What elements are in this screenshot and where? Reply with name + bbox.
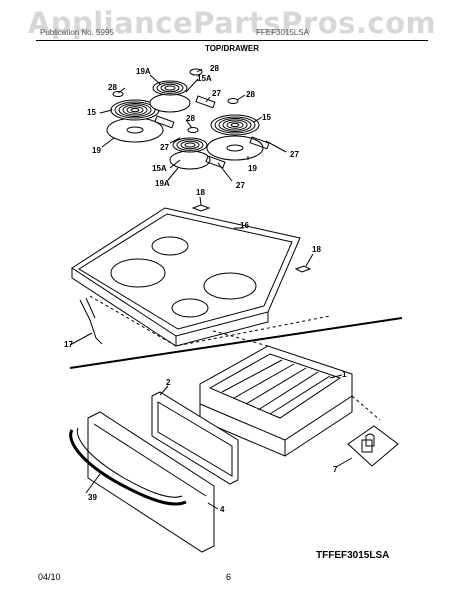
separator-line (69, 317, 403, 369)
main-top[interactable] (71, 207, 301, 347)
left-rear-burner[interactable] (149, 80, 216, 113)
left-front-burner[interactable] (106, 99, 175, 143)
callout-27c: 27 (290, 150, 299, 159)
callout-19-right: 19 (248, 164, 257, 173)
footer-date: 04/10 (38, 572, 61, 582)
trim-ring-28a[interactable] (189, 68, 203, 76)
model-number: TFFEF3015LSA (316, 550, 390, 561)
callout-15-right: 15 (262, 113, 271, 122)
model-header: FFEF3015LSA (256, 28, 309, 37)
watermark-text: AppliancePartsPros.com (27, 6, 437, 40)
trim-ring-28b[interactable] (112, 91, 124, 97)
center-small-burner[interactable] (169, 137, 226, 170)
drawer-handle[interactable] (69, 429, 187, 506)
header-rule (36, 40, 428, 41)
page-number: 6 (226, 572, 232, 582)
drawer-front[interactable] (87, 411, 215, 553)
callout-15A-bot: 15A (152, 164, 167, 173)
bracket-18-top[interactable] (191, 204, 211, 212)
right-front-burner[interactable] (206, 114, 270, 161)
callout-18-top: 18 (196, 188, 205, 197)
callout-16: 16 (240, 221, 249, 230)
callout-1: 1 (342, 370, 347, 379)
trim-ring-28d[interactable] (187, 127, 199, 133)
callout-18-right: 18 (312, 245, 321, 254)
callout-7-dash (351, 395, 381, 421)
callout-27a: 27 (212, 89, 221, 98)
callout-19-left: 19 (92, 146, 101, 155)
callout-4: 4 (220, 505, 225, 514)
callout-2: 2 (166, 378, 171, 387)
publication-number: Publication No. 5995 (40, 28, 114, 37)
callout-27d: 27 (236, 181, 245, 190)
trim-ring-28c[interactable] (227, 98, 239, 104)
drawer-liner[interactable] (151, 391, 239, 485)
callout-28d: 28 (186, 114, 195, 123)
callout-28b: 28 (108, 83, 117, 92)
drawer-guide-dash (209, 329, 269, 347)
slide-bracket-7-inset[interactable] (347, 425, 399, 467)
callout-39: 39 (88, 493, 97, 502)
callout-7: 7 (333, 465, 338, 474)
callout-28a: 28 (210, 64, 219, 73)
callout-27b: 27 (160, 143, 169, 152)
callout-19A-bot: 19A (155, 179, 170, 188)
wire-bracket-17[interactable] (79, 299, 103, 345)
callout-17: 17 (64, 340, 73, 349)
callout-15-left: 15 (87, 108, 96, 117)
callout-15A-top: 15A (197, 74, 212, 83)
frame-outline (89, 295, 331, 347)
callout-28c: 28 (246, 90, 255, 99)
bracket-18-right[interactable] (294, 265, 312, 273)
section-title: TOP/DRAWER (204, 44, 260, 53)
callout-19A-top: 19A (136, 67, 151, 76)
